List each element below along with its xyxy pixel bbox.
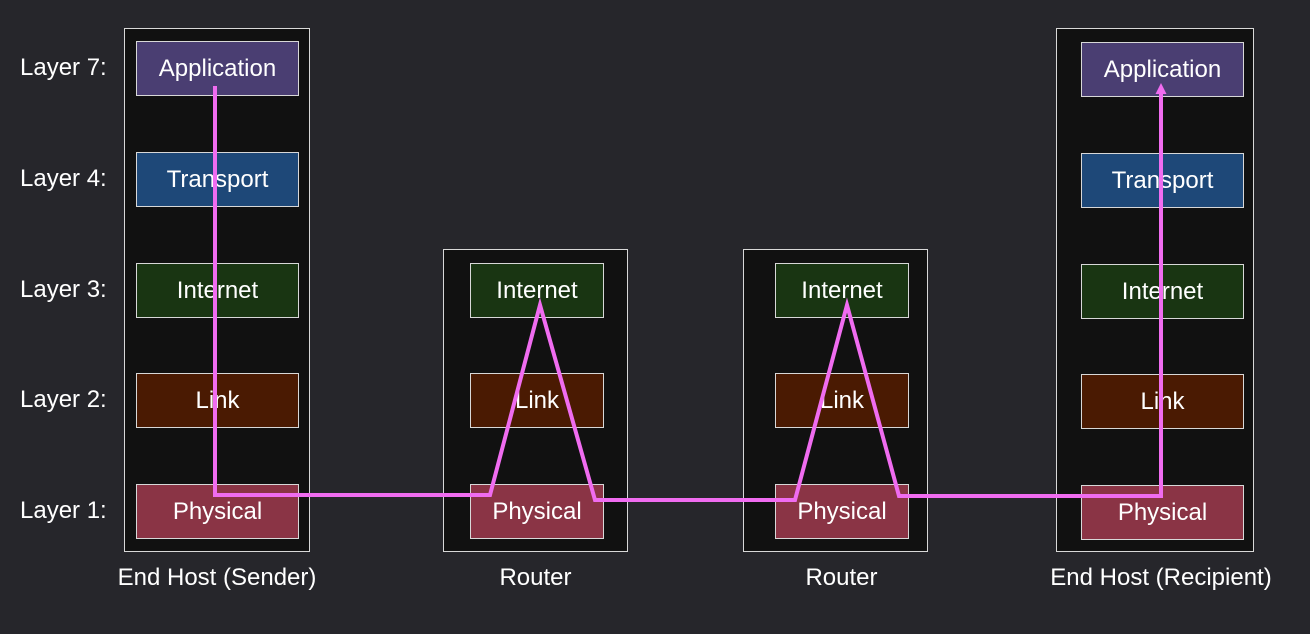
recipient-application-layer: Application [1081,42,1244,97]
sender-transport-layer: Transport [136,152,299,207]
router-2-physical-layer: Physical [775,484,909,539]
sender-host-box: Application Transport Internet Link Phys… [124,28,310,552]
recipient-internet-layer: Internet [1081,264,1244,319]
router-1-link-layer: Link [470,373,604,428]
packet-path-line [213,86,1163,502]
sender-host-caption: End Host (Sender) [117,564,317,591]
layer-1-label: Layer 1: [20,497,107,524]
router-2-link-layer: Link [775,373,909,428]
router-1-caption: Router [499,564,572,591]
router-1-physical-layer: Physical [470,484,604,539]
router-2-internet-layer: Internet [775,263,909,318]
layer-4-label: Layer 4: [20,165,107,192]
sender-application-layer: Application [136,41,299,96]
layer-2-label: Layer 2: [20,386,107,413]
layer-7-label: Layer 7: [20,54,107,81]
recipient-transport-layer: Transport [1081,153,1244,208]
recipient-link-layer: Link [1081,374,1244,429]
sender-internet-layer: Internet [136,263,299,318]
sender-physical-layer: Physical [136,484,299,539]
router-1-internet-layer: Internet [470,263,604,318]
sender-link-layer: Link [136,373,299,428]
router-1-box: Internet Link Physical [443,249,628,552]
layer-3-label: Layer 3: [20,276,107,303]
router-2-caption: Router [805,564,878,591]
recipient-host-box: Application Transport Internet Link Phys… [1056,28,1254,552]
recipient-host-caption: End Host (Recipient) [1050,564,1272,591]
recipient-physical-layer: Physical [1081,485,1244,540]
router-2-box: Internet Link Physical [743,249,928,552]
